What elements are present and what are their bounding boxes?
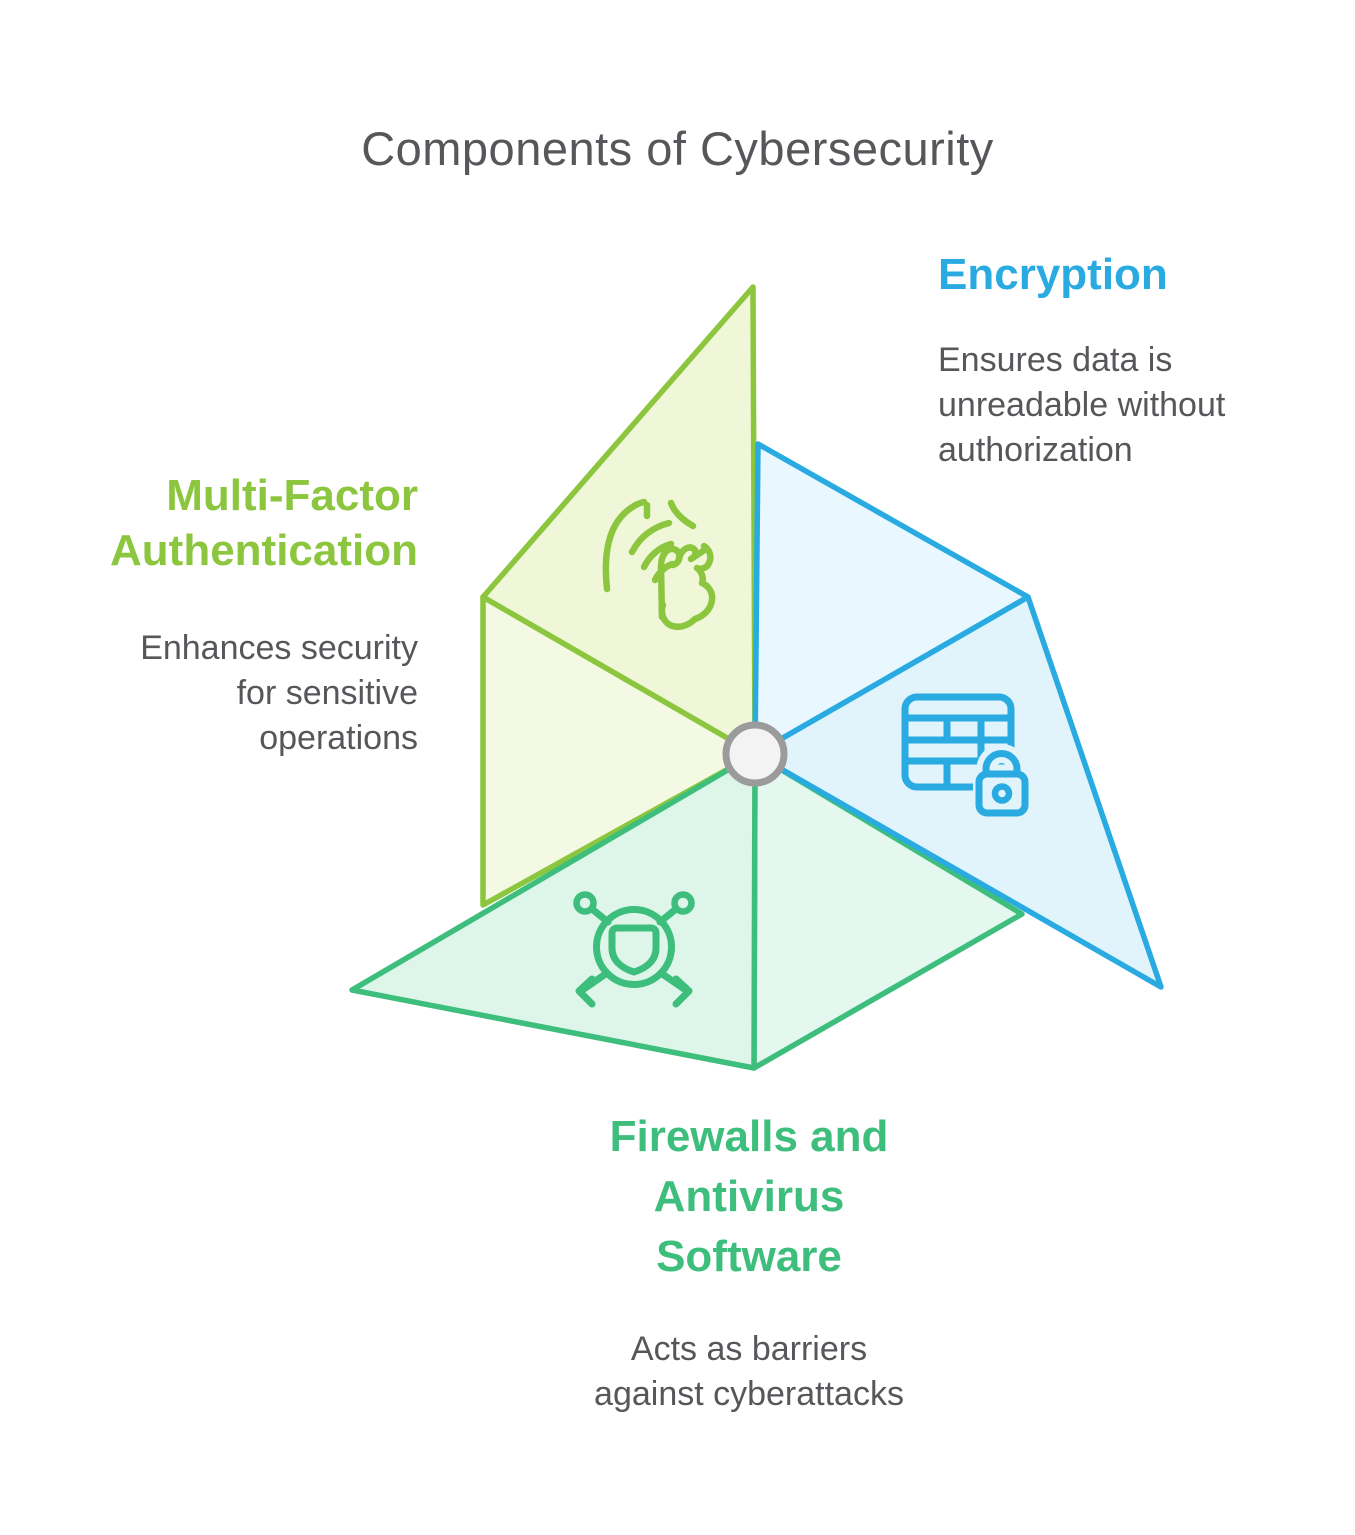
network-node-right bbox=[671, 891, 695, 915]
tap-gesture-icon bbox=[602, 498, 716, 630]
firewall-lock-icon bbox=[901, 693, 1015, 791]
encryption-blade bbox=[752, 441, 1164, 990]
shield-network-icon bbox=[573, 891, 695, 1008]
padlock-keyhole bbox=[991, 783, 1013, 804]
encryption-heading: Encryption bbox=[938, 250, 1168, 299]
page-title: Components of Cybersecurity bbox=[361, 122, 994, 175]
padlock-icon bbox=[975, 750, 1029, 817]
section-mfa: Multi-Factor Authentication Enhances sec… bbox=[110, 468, 418, 761]
firewall-blade bbox=[349, 751, 1025, 1071]
center-hub bbox=[722, 721, 788, 787]
section-encryption: Encryption Ensures data is unreadable wi… bbox=[938, 250, 1225, 473]
shield-circle bbox=[593, 906, 675, 988]
shield-glyph bbox=[608, 924, 660, 976]
firewalls-description: Acts as barriers against cyberattacks bbox=[594, 1330, 904, 1413]
network-node-left bbox=[573, 891, 597, 915]
firewalls-heading: Firewalls and Antivirus Software bbox=[609, 1112, 889, 1281]
center-hub-circle bbox=[722, 721, 788, 787]
encryption-blade-face bbox=[752, 594, 1164, 990]
firewall-blade-face bbox=[349, 751, 758, 1071]
padlock-body bbox=[975, 770, 1029, 817]
section-firewalls: Firewalls and Antivirus Software Acts as… bbox=[459, 1107, 1039, 1417]
encryption-description: Ensures data is unreadable without autho… bbox=[938, 341, 1226, 469]
mfa-description: Enhances security for sensitive operatio… bbox=[140, 629, 418, 757]
mfa-heading: Multi-Factor Authentication bbox=[110, 471, 418, 575]
